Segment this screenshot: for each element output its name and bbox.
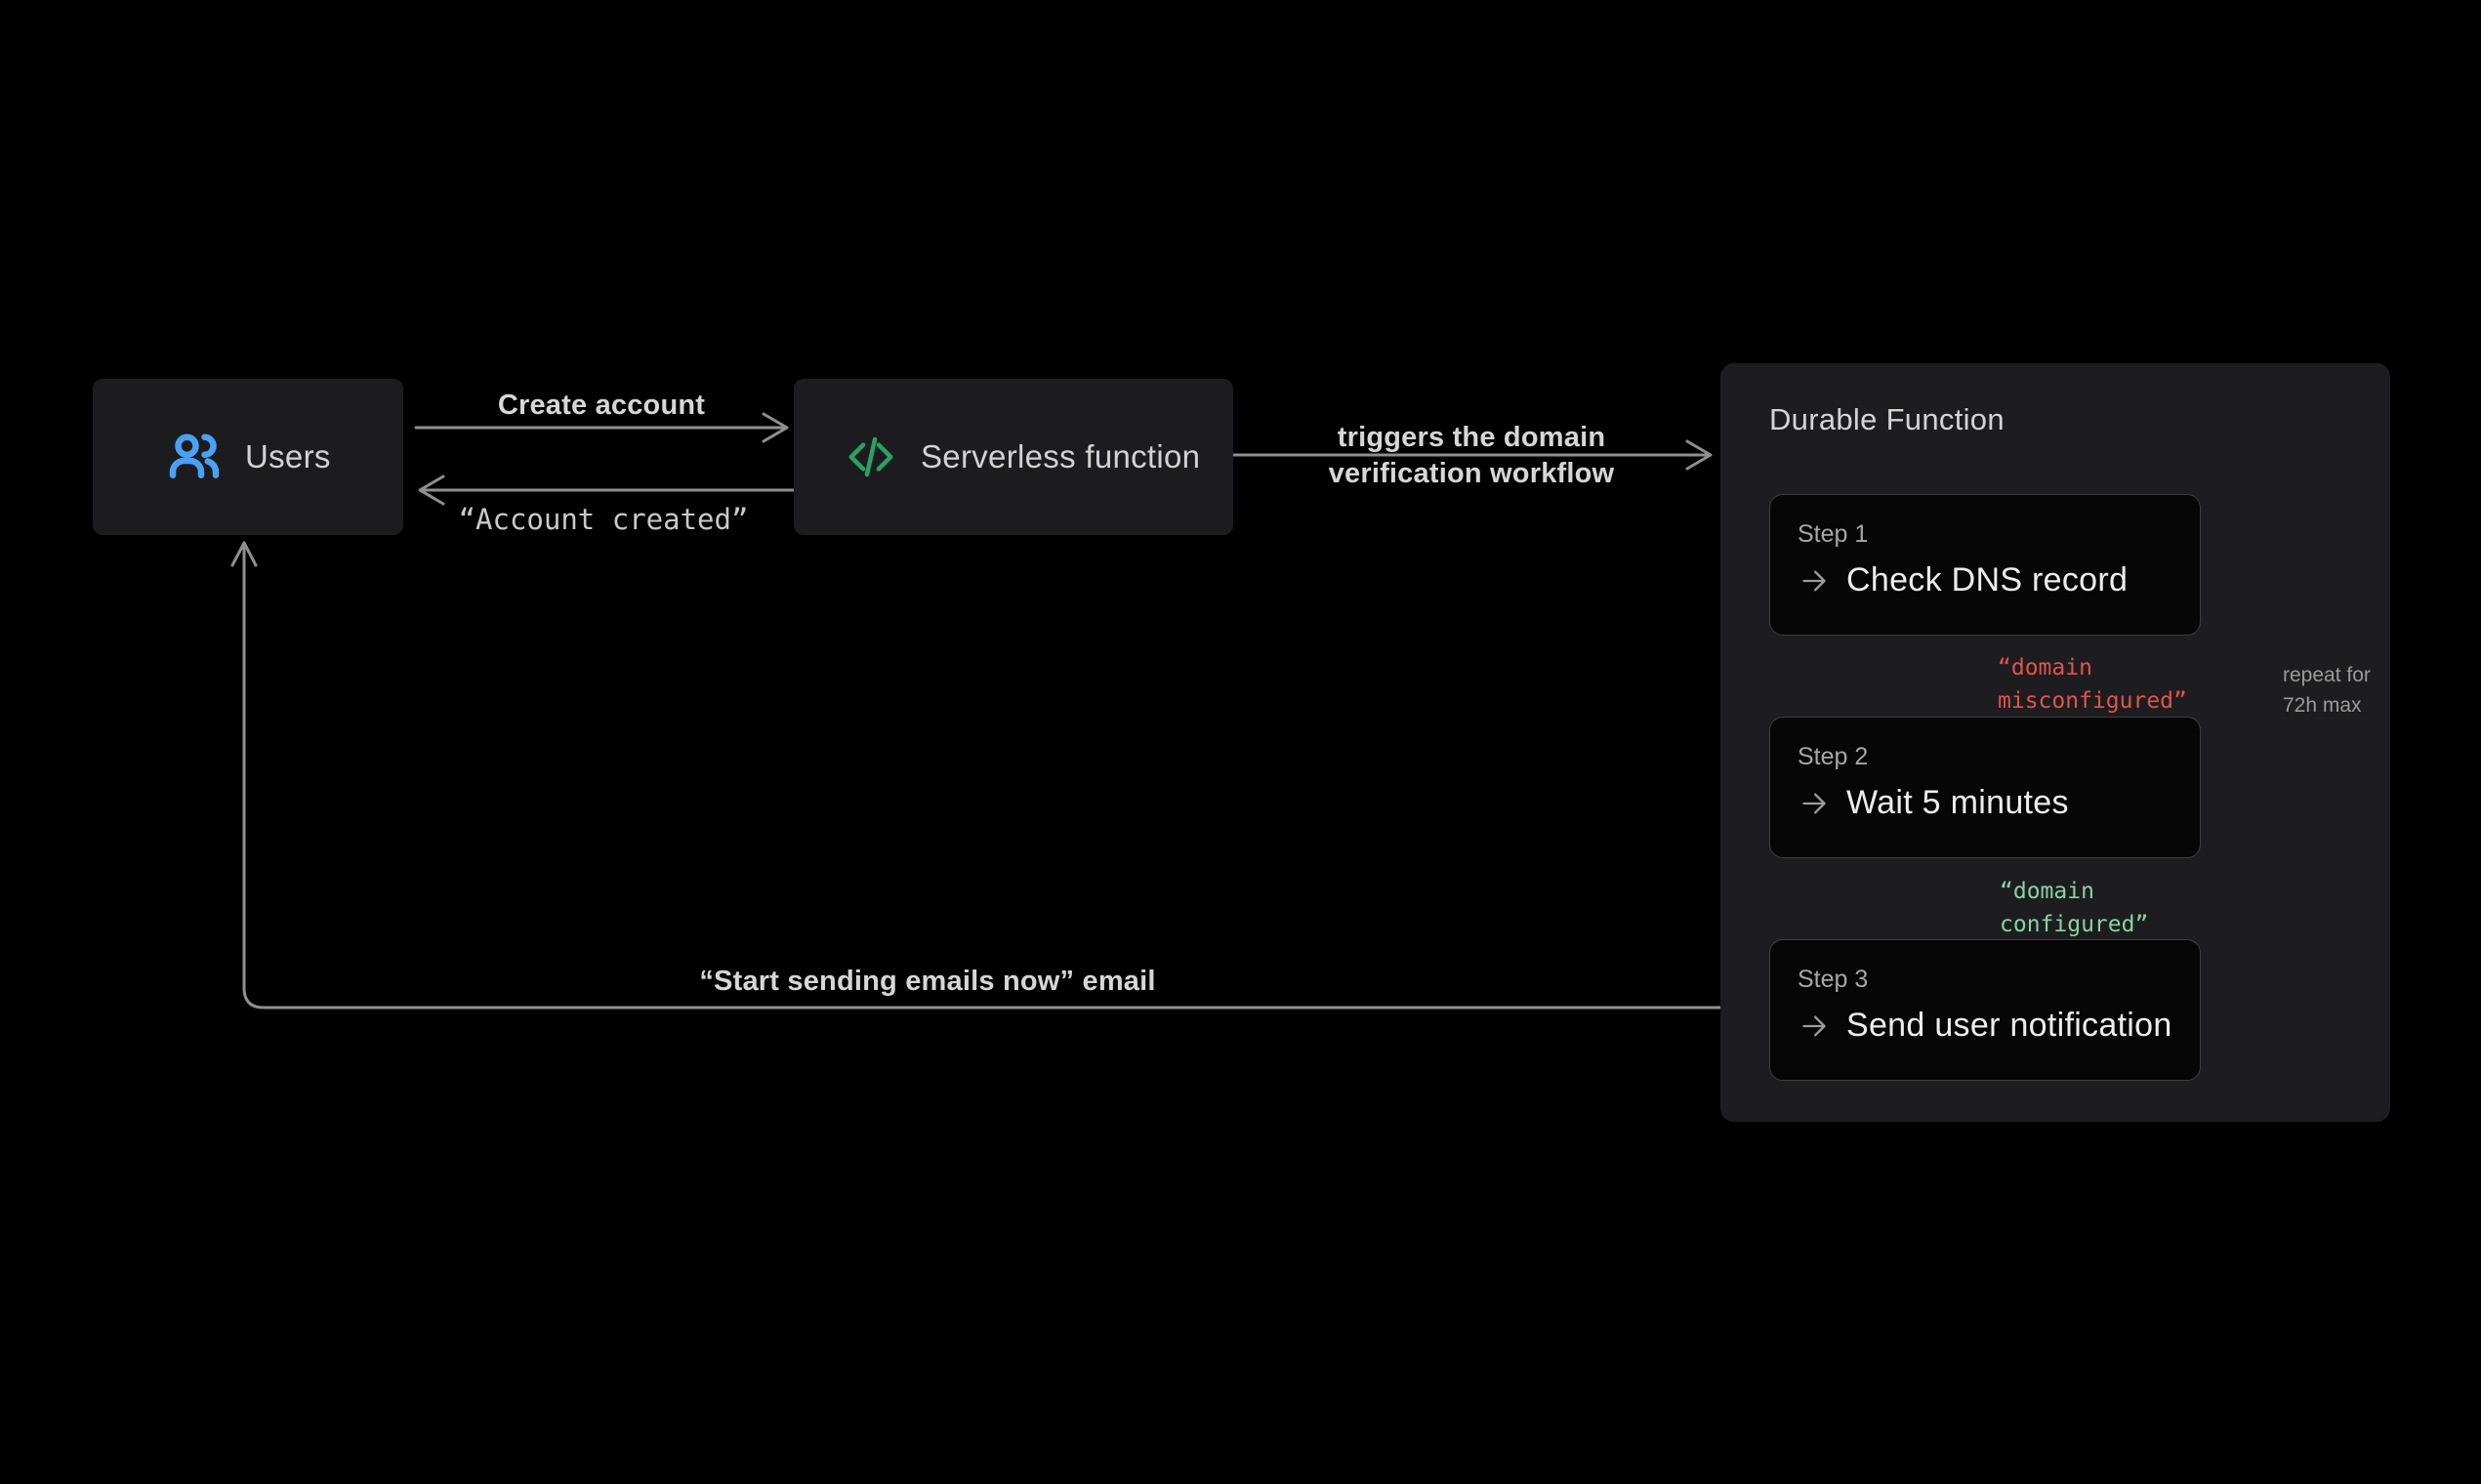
users-node-label: Users [245,438,331,474]
step-2-action: Wait 5 minutes [1846,784,2069,821]
durable-function-title: Durable Function [1769,402,2005,436]
step-3-action: Send user notification [1846,1007,2172,1044]
account-created-label: “Account created” [458,503,749,536]
arrow-right-icon [1802,570,1826,591]
serverless-node-label: Serverless function [921,438,1201,474]
create-account-arrow [414,412,789,443]
domain-configured-label: “domain configured” [2000,879,2149,937]
step-1-action: Check DNS record [1846,561,2129,598]
notification-return-arrow [230,541,1771,1010]
create-account-label: Create account [497,390,706,421]
triggers-workflow-label: triggers the domain verification workflo… [1328,422,1615,489]
step-1-label: Step 1 [1798,520,1869,548]
account-created-arrow [418,474,801,506]
step-1-box: Step 1 Check DNS record [1769,494,2201,636]
step-2-box: Step 2 Wait 5 minutes [1769,717,2201,858]
code-icon [848,436,893,477]
arrow-right-icon [1802,793,1826,813]
users-icon [169,433,220,478]
repeat-note-label: repeat for 72h max [2283,664,2371,717]
serverless-function-node: Serverless function [794,379,1233,535]
step-3-box: Step 3 Send user notification [1769,939,2201,1081]
domain-misconfigured-label: “domain misconfigured” [1998,655,2187,714]
step-2-label: Step 2 [1798,743,1869,770]
arrow-right-icon [1802,1015,1826,1036]
triggers-workflow-arrow [1231,439,1713,471]
start-sending-emails-label: “Start sending emails now” email [699,966,1156,997]
step-3-label: Step 3 [1798,966,1869,993]
users-node: Users [93,379,403,535]
